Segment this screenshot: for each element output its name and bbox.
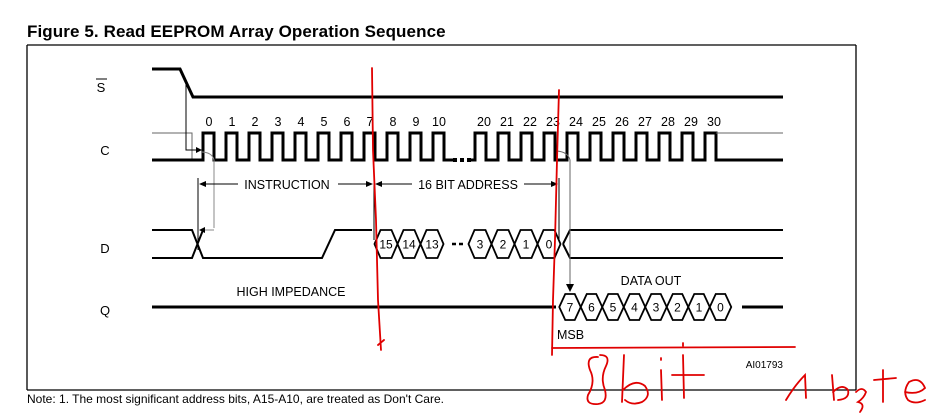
clock-label: 1 <box>229 115 236 129</box>
clock-label: 4 <box>298 115 305 129</box>
d-line <box>152 229 372 259</box>
msb-label: MSB <box>557 328 584 342</box>
data-bit-label: 5 <box>610 301 617 315</box>
c-initial-level <box>152 132 193 160</box>
data-bit-label: 7 <box>567 301 574 315</box>
red-mark-tick <box>377 339 385 346</box>
high-impedance-label: HIGH IMPEDANCE <box>236 285 345 299</box>
clock-label: 25 <box>592 115 606 129</box>
handwriting-y <box>855 388 867 413</box>
data-bit-label: 0 <box>717 301 724 315</box>
clock-label: 22 <box>523 115 537 129</box>
address-bit-label: 15 <box>379 238 393 252</box>
clock-label: 26 <box>615 115 629 129</box>
data-bit-label: 3 <box>653 301 660 315</box>
clock-label: 6 <box>344 115 351 129</box>
clock-label: 27 <box>638 115 652 129</box>
red-underline <box>551 346 796 349</box>
figure-title: Figure 5. Read EEPROM Array Operation Se… <box>27 22 446 41</box>
arrowhead <box>199 181 206 187</box>
arrowhead <box>366 181 373 187</box>
handwriting-b2 <box>831 374 850 401</box>
instruction-label: INSTRUCTION <box>244 178 329 192</box>
data-bit <box>708 293 733 321</box>
clock-label: 5 <box>321 115 328 129</box>
clock-label: 3 <box>275 115 282 129</box>
s-to-c-arrow <box>185 83 202 151</box>
c-pulses-2 <box>467 131 783 162</box>
clock-label: 10 <box>432 115 446 129</box>
address-bits: 15 14 13 3 2 1 0 <box>373 229 562 259</box>
clock-label: 23 <box>546 115 560 129</box>
handwriting-1 <box>785 372 807 401</box>
data-bit-label: 4 <box>631 301 638 315</box>
c-pulses-1 <box>152 131 456 162</box>
arrowhead <box>566 284 574 292</box>
data-bit-label: 1 <box>696 301 703 315</box>
c-to-q-line <box>556 150 571 285</box>
d-waveform: 15 14 13 3 2 1 0 <box>152 229 783 259</box>
address-bit-label: 2 <box>500 238 507 252</box>
handwriting-t <box>671 354 705 399</box>
d-line <box>152 229 204 259</box>
data-out-label: DATA OUT <box>621 274 682 288</box>
s-waveform <box>152 67 783 99</box>
red-mark-line <box>551 89 560 356</box>
address-bit-label: 13 <box>425 238 439 252</box>
address-label: 16 BIT ADDRESS <box>418 178 518 192</box>
clock-label: 9 <box>413 115 420 129</box>
clock-label: 7 <box>367 115 374 129</box>
handwriting-i <box>660 357 663 401</box>
d-line <box>562 243 783 259</box>
arrowhead <box>196 147 202 153</box>
clock-label: 2 <box>252 115 259 129</box>
clock-label: 30 <box>707 115 721 129</box>
signal-labels: S C D Q <box>96 78 110 318</box>
clock-label: 8 <box>390 115 397 129</box>
clock-label: 28 <box>661 115 675 129</box>
figure-note: Note: 1. The most significant address bi… <box>27 392 444 406</box>
d-line <box>562 229 783 245</box>
arrowhead <box>375 181 382 187</box>
clock-label: 20 <box>477 115 491 129</box>
handwriting-b <box>621 354 649 405</box>
address-bit-label: 1 <box>523 238 530 252</box>
clock-label: 24 <box>569 115 583 129</box>
ellipsis-dot <box>453 158 457 162</box>
handwritten-annotations <box>371 67 927 413</box>
address-bit-label: 14 <box>402 238 416 252</box>
address-bit-label: 0 <box>546 238 553 252</box>
data-bit-label: 6 <box>588 301 595 315</box>
arrowhead <box>551 181 558 187</box>
handwriting-t2 <box>873 369 897 403</box>
signal-label-q: Q <box>100 303 110 318</box>
signal-label-c: C <box>100 143 109 158</box>
address-bit-label: 3 <box>477 238 484 252</box>
address-bit <box>419 229 445 259</box>
handwriting-8 <box>586 354 609 405</box>
figure-code: AI01793 <box>746 360 784 371</box>
ellipsis-dot <box>460 158 464 162</box>
data-bit-label: 2 <box>674 301 681 315</box>
signal-label-s: S <box>97 80 106 95</box>
clock-label: 21 <box>500 115 514 129</box>
clock-label: 0 <box>206 115 213 129</box>
c-to-d-line <box>200 151 215 228</box>
signal-label-d: D <box>100 241 109 256</box>
red-mark-line <box>371 67 382 351</box>
clock-label: 29 <box>684 115 698 129</box>
c-waveform <box>152 131 783 162</box>
handwriting-e <box>904 379 927 404</box>
